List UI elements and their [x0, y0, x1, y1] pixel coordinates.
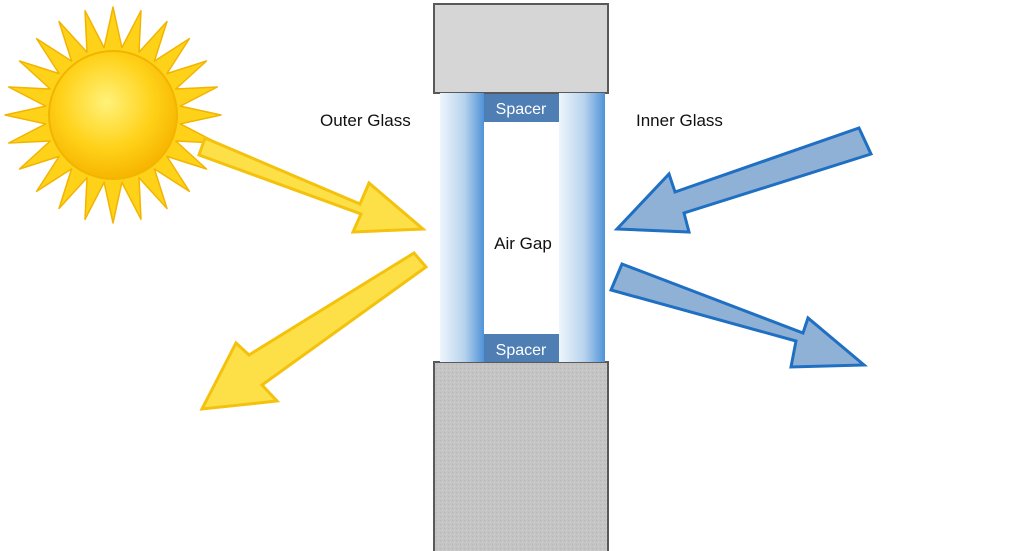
inner-glass-pane — [559, 93, 605, 362]
spacer-top-label: Spacer — [496, 101, 547, 118]
incoming-sunlight-arrow — [197, 135, 427, 234]
outer-glass-label: Outer Glass — [320, 111, 411, 130]
outer-glass-pane — [440, 93, 484, 362]
inner-glass-label: Inner Glass — [636, 111, 723, 130]
reflected-sunlight-arrow — [199, 251, 429, 411]
spacer-bottom — [484, 334, 559, 362]
spacer-top — [484, 94, 559, 122]
spacer-bottom-label: Spacer — [496, 342, 547, 359]
sun-icon — [4, 6, 222, 224]
outgoing-heat-arrow — [608, 262, 868, 369]
frame-top — [433, 3, 609, 94]
incoming-heat-arrow — [613, 126, 874, 234]
air-gap-label: Air Gap — [494, 234, 552, 253]
frame-bottom — [433, 361, 609, 551]
